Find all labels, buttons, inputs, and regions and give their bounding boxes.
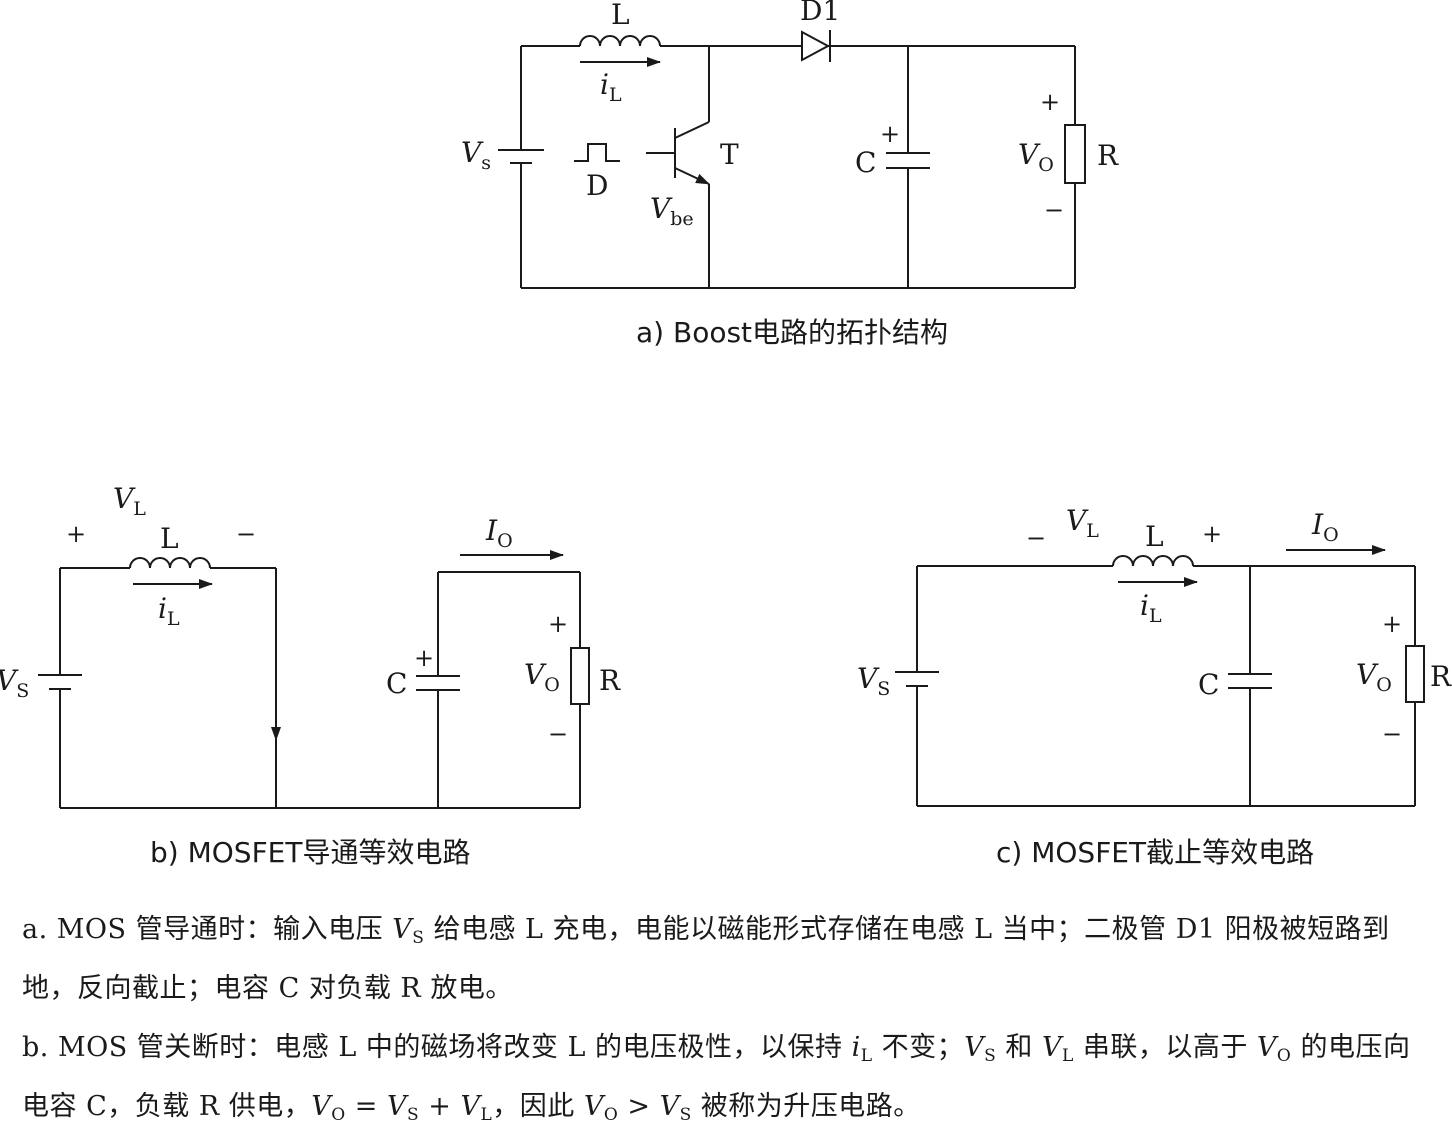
label-vo: VO	[1018, 138, 1054, 176]
label-c: C	[1198, 668, 1219, 701]
label-vo-minus: −	[548, 720, 568, 748]
diagram-c-mosfet-off: − VL L + IO iL VS C + VO − R c) MOSFET截止…	[857, 504, 1452, 869]
label-vo-plus: +	[1040, 88, 1060, 116]
resistor-r	[570, 647, 590, 705]
inductor-l	[129, 557, 211, 569]
label-vs: VS	[857, 662, 890, 700]
label-vs: VS	[0, 664, 29, 702]
label-vo: VO	[1356, 658, 1392, 696]
transistor-emitter	[674, 167, 710, 185]
label-vl-plus: +	[66, 520, 86, 548]
label-vl-plus: +	[1202, 520, 1222, 548]
label-t: T	[720, 138, 739, 171]
caption-c: c) MOSFET截止等效电路	[996, 836, 1314, 869]
label-vl: VL	[113, 482, 146, 520]
label-vs: Vs	[461, 136, 491, 174]
paragraph-a: a. MOS 管导通时：输入电压 VS 给电感 L 充电，电能以磁能形式存储在电…	[22, 914, 1390, 1004]
label-il: iL	[1140, 589, 1162, 627]
label-vo-minus: −	[1044, 196, 1064, 224]
paragraph-b: b. MOS 管关断时：电感 L 中的磁场将改变 L 的电压极性，以保持 iL …	[22, 1032, 1411, 1125]
label-il: iL	[600, 68, 622, 106]
label-vl: VL	[1066, 504, 1099, 542]
diagram-a-boost-topology: L D1 iL Vs D T Vbe C + + VO − R a) Boost…	[461, 0, 1119, 349]
label-vo-plus: +	[1382, 610, 1402, 638]
label-c: C	[386, 667, 407, 700]
transistor-collector	[674, 121, 710, 139]
inductor-l	[1112, 555, 1194, 567]
label-d1: D1	[800, 0, 840, 27]
label-vo-plus: +	[548, 610, 568, 638]
label-d: D	[586, 169, 608, 202]
pulse-signal	[574, 143, 620, 162]
label-c: C	[855, 146, 876, 179]
inductor-l	[579, 35, 661, 47]
caption-b: b) MOSFET导通等效电路	[150, 836, 470, 869]
label-l: L	[160, 522, 179, 555]
label-c-plus: +	[414, 644, 434, 672]
explanation-text: a. MOS 管导通时：输入电压 VS 给电感 L 充电，电能以磁能形式存储在电…	[22, 900, 1434, 1136]
label-c-plus: +	[880, 120, 900, 148]
label-r: R	[599, 664, 621, 697]
circuit-figure: L D1 iL Vs D T Vbe C + + VO − R a) Boost…	[0, 0, 1452, 869]
label-vbe: Vbe	[650, 192, 694, 230]
resistor-r	[1405, 645, 1425, 703]
label-vl-minus: −	[1026, 524, 1046, 552]
label-r: R	[1097, 139, 1119, 172]
diagram-b-mosfet-on: VL + L − iL VS IO C + + VO − R b) MOSFET…	[0, 482, 621, 869]
label-vo-minus: −	[1382, 720, 1402, 748]
diode-d1	[801, 30, 831, 62]
label-io: IO	[485, 514, 513, 552]
resistor-r	[1064, 124, 1086, 184]
label-l: L	[1145, 520, 1164, 553]
caption-a: a) Boost电路的拓扑结构	[636, 316, 948, 349]
label-vo: VO	[524, 658, 560, 696]
label-l: L	[611, 0, 630, 31]
label-vl-minus: −	[236, 520, 256, 548]
label-r: R	[1430, 660, 1452, 693]
label-io: IO	[1311, 508, 1339, 546]
label-il: iL	[158, 592, 180, 630]
